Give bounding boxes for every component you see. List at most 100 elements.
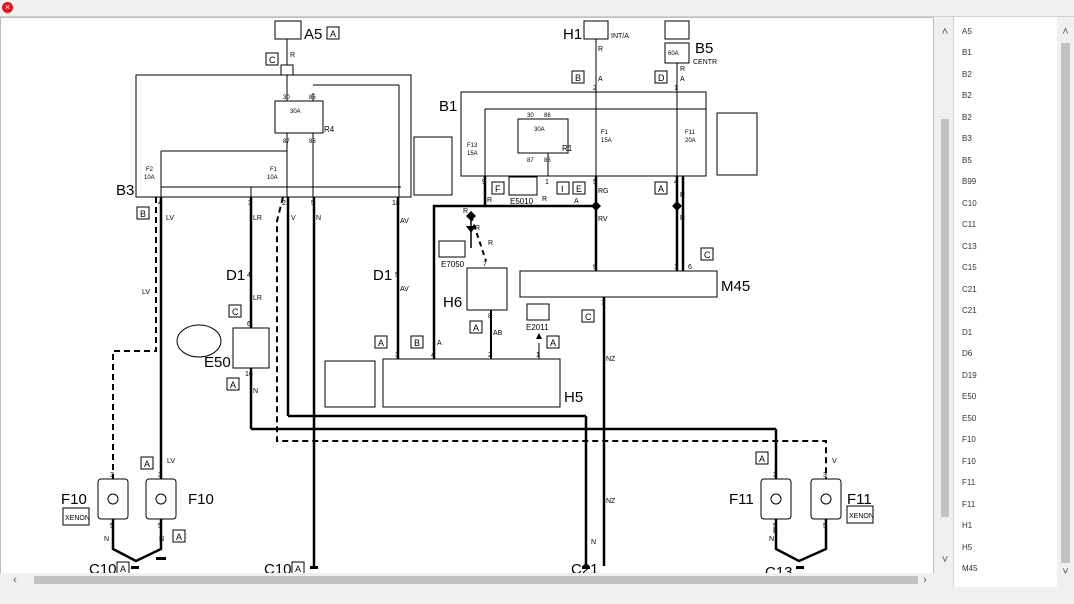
diagram-canvas[interactable]: A5 H1 B5 B1 B3 D1 D1 E50 H6 M45 H5 F10 F… [0, 17, 934, 587]
scroll-right-icon[interactable]: › [923, 574, 927, 586]
h5-inset [324, 360, 376, 408]
f10-lamp [145, 478, 177, 520]
r4-pin-87: 87 [283, 139, 290, 145]
list-item[interactable]: F10 [962, 435, 976, 444]
conn-h6-a: A [473, 323, 479, 333]
pin: 5 [311, 200, 315, 207]
b3-inset [413, 136, 453, 196]
wire-label: RG [598, 188, 609, 195]
list-item[interactable]: B1 [962, 48, 972, 57]
wire-label: LV [167, 458, 175, 465]
r1-30a: 30A [534, 127, 545, 133]
wire-label: LV [142, 289, 150, 296]
list-item[interactable]: C21 [962, 285, 977, 294]
pin: 5 [593, 179, 597, 186]
wire-label: A [437, 340, 442, 347]
wire-label: N [316, 215, 321, 222]
pin: 18 [392, 200, 400, 207]
wire-label: N [253, 388, 258, 395]
h5-box [382, 358, 561, 408]
pin: 4 [158, 200, 162, 207]
scroll-left-icon[interactable]: ‹ [13, 574, 17, 586]
label-f11-b: F11 [847, 491, 872, 508]
conn-e2011-a: A [550, 338, 556, 348]
pin: 7 [483, 261, 487, 268]
wire-label: N [591, 539, 596, 546]
b1-f13-value: 15A [467, 151, 478, 157]
b1-f11: F11 [685, 130, 696, 136]
wire-label: R [487, 197, 492, 204]
list-item[interactable]: B5 [962, 156, 972, 165]
r4-pin-85: 85 [309, 95, 316, 101]
f11-xenon-lamp [810, 478, 842, 520]
b1-box [460, 91, 707, 177]
r1-pin-85: 85 [544, 158, 551, 164]
list-item[interactable]: C21 [962, 306, 977, 315]
list-item[interactable]: C11 [962, 220, 977, 229]
label-h1: H1 [563, 26, 582, 43]
conn-e50-a: A [230, 380, 236, 390]
b3-f1-value: 10A [267, 175, 278, 181]
list-item[interactable]: F10 [962, 457, 976, 466]
list-scroll-up-icon[interactable]: ˄ [1062, 26, 1069, 38]
b1-f13: F13 [467, 143, 478, 149]
pin: 5 [395, 272, 399, 279]
list-item[interactable]: E50 [962, 414, 977, 423]
list-scrollbar[interactable]: ˄ ˅ [1057, 17, 1074, 587]
list-item[interactable]: D19 [962, 371, 977, 380]
wire-label: V [832, 458, 837, 465]
h6-box [466, 267, 508, 311]
wire-label: R [290, 52, 295, 59]
label-c21: C21 [571, 561, 599, 574]
pin: 4 [674, 179, 678, 186]
horizontal-scroll-thumb[interactable] [34, 576, 918, 584]
b3-f1: F1 [270, 167, 278, 173]
pin: 21 [282, 200, 290, 207]
vertical-scrollbar[interactable]: ˄ ˅ [937, 17, 953, 587]
list-scroll-thumb[interactable] [1061, 43, 1070, 563]
label-d1-b: D1 [373, 267, 392, 284]
b3-f2: F2 [146, 167, 154, 173]
list-item[interactable]: B99 [962, 177, 977, 186]
b5-battery [664, 20, 690, 40]
wire-label: AV [400, 218, 409, 225]
pin: 6 [688, 264, 692, 271]
close-icon[interactable]: × [2, 2, 13, 13]
conn-e50-c: C [232, 307, 239, 317]
label-m45: M45 [721, 278, 750, 295]
list-item[interactable]: B2 [962, 70, 972, 79]
conn-c10-b: A [295, 564, 301, 574]
conn-m45-c: C [585, 312, 592, 322]
b3-f2-value: 10A [144, 175, 155, 181]
list-item[interactable]: A5 [962, 27, 972, 36]
scroll-up-icon[interactable]: ˄ [941, 26, 949, 38]
list-item[interactable]: H5 [962, 543, 973, 552]
pin: 7 [601, 300, 605, 307]
label-c10-a: C10 [89, 561, 117, 574]
label-f10-b: F10 [188, 491, 214, 508]
list-item[interactable]: D6 [962, 349, 973, 358]
wire-label: AV [400, 286, 409, 293]
vertical-scroll-thumb[interactable] [941, 119, 949, 517]
wire-label: A [680, 76, 685, 83]
list-item[interactable]: B3 [962, 134, 972, 143]
wire-label: NZ [606, 356, 616, 363]
list-item[interactable]: B2 [962, 113, 972, 122]
list-item[interactable]: F11 [962, 478, 976, 487]
list-item[interactable]: F11 [962, 500, 976, 509]
list-item[interactable]: C10 [962, 199, 977, 208]
list-item[interactable]: M45 [962, 564, 978, 573]
list-item[interactable]: E50 [962, 392, 977, 401]
list-item[interactable]: D1 [962, 328, 973, 337]
pin: 1 [536, 352, 540, 359]
conn-b1-i: I [561, 184, 564, 194]
pin: 5 [823, 523, 827, 530]
list-item[interactable]: C13 [962, 242, 977, 251]
label-e2011: E2011 [526, 323, 549, 332]
list-item[interactable]: B2 [962, 91, 972, 100]
horizontal-scrollbar[interactable]: ‹ › [0, 573, 934, 587]
scroll-down-icon[interactable]: ˅ [941, 554, 949, 566]
list-scroll-down-icon[interactable]: ˅ [1062, 566, 1069, 578]
list-item[interactable]: H1 [962, 521, 973, 530]
list-item[interactable]: C15 [962, 263, 977, 272]
